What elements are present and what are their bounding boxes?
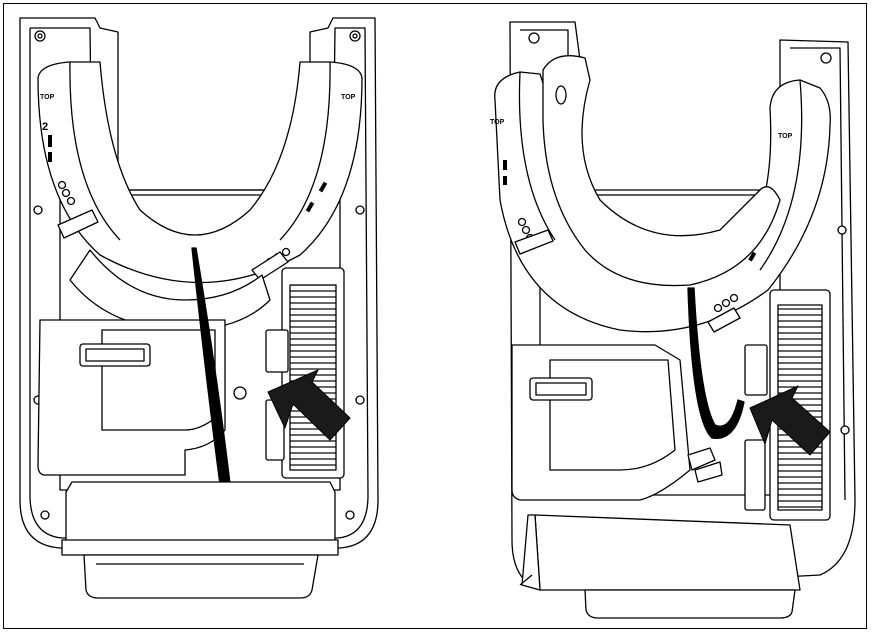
left-clamp [57,209,99,239]
top-label-left-right-view: TOP [490,119,505,126]
right-view: TOP TOP [490,21,856,619]
right-view-clamp-right [707,307,741,333]
left-view: TOP TOP 2 [19,17,379,599]
mounting-holes [33,30,365,520]
top-label-left: TOP [40,94,55,101]
right-view-clamp-left [514,229,554,255]
top-label-right-right-view: TOP [778,133,793,140]
right-insert-arrow [749,385,831,456]
right-bottom-cover [534,514,801,591]
top-label-right: TOP [341,94,356,101]
duct-numeral: 2 [42,121,48,133]
right-cable [687,287,745,439]
left-bottom-cover [65,481,336,549]
right-blower [511,344,691,501]
right-clamp [251,251,289,281]
left-insert-arrow [267,369,351,441]
duct-markings [48,135,328,213]
right-duct-shroud [542,55,781,287]
left-u-duct [37,61,363,284]
